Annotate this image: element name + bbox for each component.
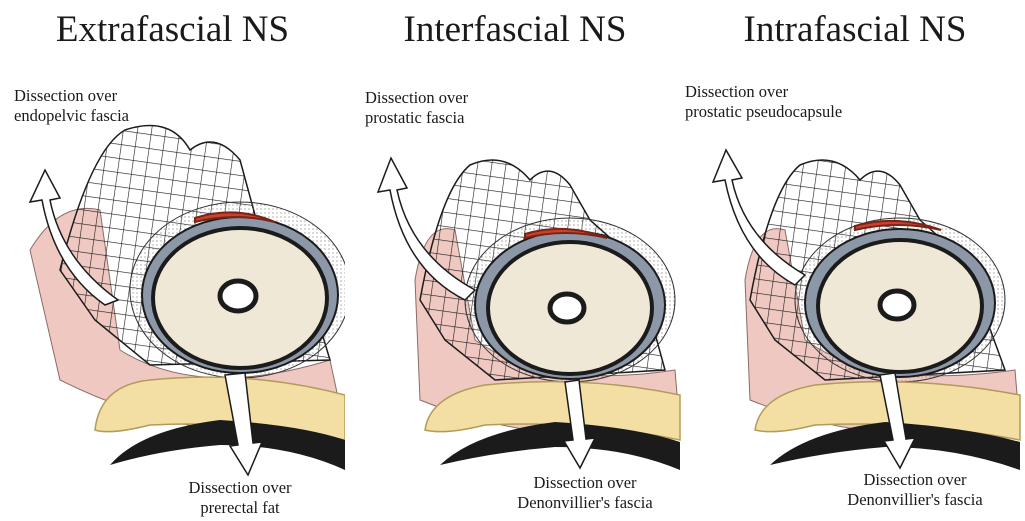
top-dissection-label: Dissection over prostatic fascia (365, 88, 468, 128)
prostate-cross-section-illustration (685, 0, 1025, 521)
bottom-dissection-label: Dissection over prerectal fat (150, 478, 330, 518)
panel-extrafascial: Extrafascial NS Dissecti (0, 0, 345, 521)
top-dissection-label: Dissection over endopelvic fascia (14, 86, 129, 126)
prostate-cross-section-illustration (345, 0, 685, 521)
prostate-cross-section-illustration (0, 0, 345, 521)
bottom-dissection-label: Dissection over Denonvillier's fascia (815, 470, 1015, 510)
panel-interfascial: Interfascial NS Dissection over prostati… (345, 0, 685, 521)
urethra (550, 294, 584, 322)
bottom-dissection-label: Dissection over Denonvillier's fascia (485, 473, 685, 513)
top-dissection-label: Dissection over prostatic pseudocapsule (685, 82, 842, 122)
urethra (880, 291, 914, 319)
panel-intrafascial: Intrafascial NS Dissection over prostati… (685, 0, 1025, 521)
urethra (220, 281, 256, 311)
